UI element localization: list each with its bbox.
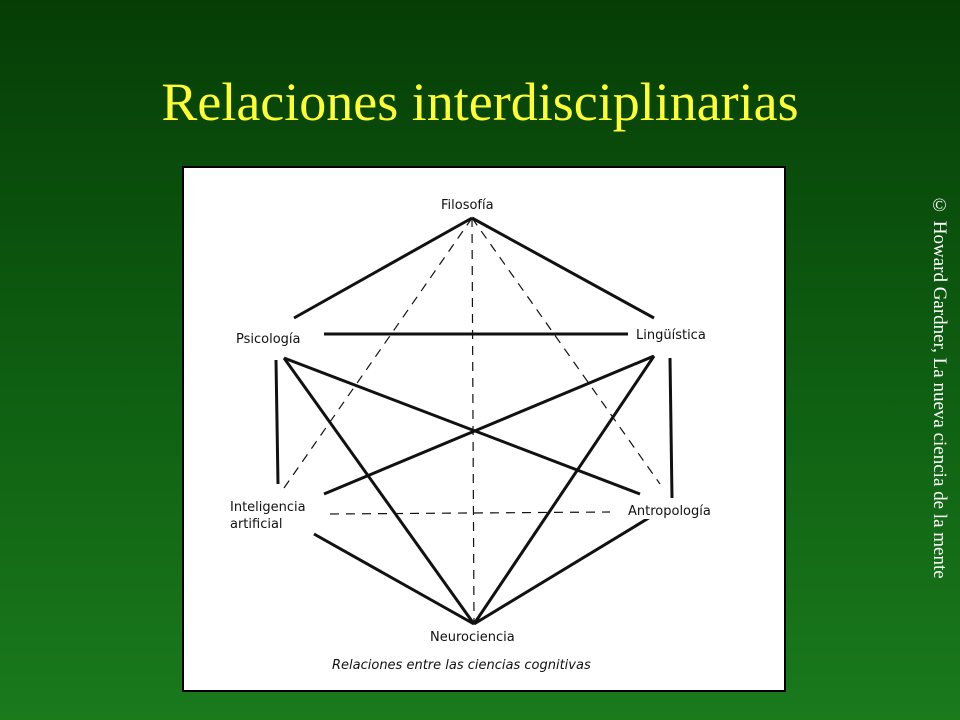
- solid-edge-psicologia-ia: [274, 359, 280, 485]
- node-psicologia: Psicología: [236, 332, 301, 347]
- solid-edge-linguistica-neurociencia: [472, 355, 656, 625]
- node-neurociencia: Neurociencia: [430, 630, 515, 645]
- dashed-edge-filosofia-neurociencia: [471, 217, 475, 625]
- dashed-edge-filosofia-ia: [283, 217, 473, 489]
- node-linguistica: Lingüística: [636, 328, 706, 343]
- diagram-caption: Relaciones entre las ciencias cognitivas: [332, 658, 591, 673]
- node-inteligencia-artificial-line1: Inteligencia: [230, 500, 306, 515]
- solid-edge-psicologia-neurociencia: [282, 357, 476, 625]
- solid-edge-filosofia-linguistica: [471, 216, 655, 320]
- node-antropologia: Antropología: [628, 504, 711, 519]
- dashed-edge-filosofia-antropologia: [471, 217, 661, 485]
- dashed-edge-ia-antropologia: [329, 511, 611, 515]
- solid-edge-psicologia-antropologia: [283, 356, 641, 496]
- node-filosofia: Filosofía: [441, 198, 494, 213]
- copyright-credit: © Howard Gardner, La nueva ciencia de la…: [929, 195, 950, 579]
- solid-edge-linguistica-antropologia: [668, 357, 674, 499]
- solid-edge-antropologia-neurociencia: [473, 514, 653, 626]
- node-inteligencia-artificial-line2: artificial: [230, 517, 283, 532]
- slide-title: Relaciones interdisciplinarias: [161, 72, 799, 132]
- diagram-lines: [274, 216, 674, 626]
- solid-edge-filosofia-psicologia: [293, 216, 473, 320]
- solid-edge-ia-neurociencia: [313, 532, 475, 626]
- cognitive-sciences-diagram: Filosofía Psicología Lingüística Intelig…: [182, 166, 786, 692]
- solid-edge-linguistica-ia: [323, 354, 655, 496]
